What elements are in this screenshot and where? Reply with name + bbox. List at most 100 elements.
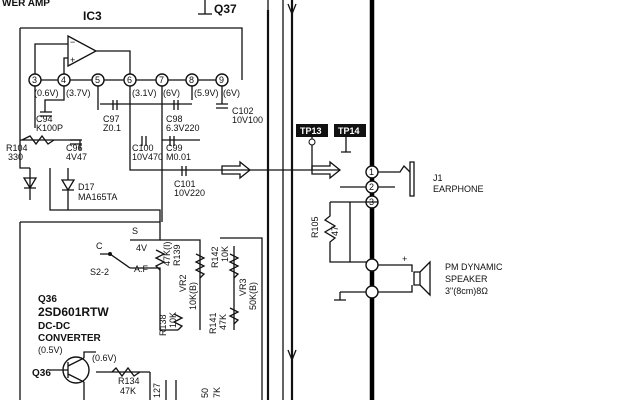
r105-value: 47 bbox=[330, 226, 340, 236]
d17-diode-icon bbox=[60, 179, 76, 192]
c100-value: 10V470 bbox=[132, 152, 163, 162]
svg-text:9: 9 bbox=[219, 75, 224, 85]
speaker-line2: SPEAKER bbox=[445, 274, 488, 284]
c97-value: Z0.1 bbox=[103, 123, 121, 133]
c100-name: C100 bbox=[132, 143, 154, 153]
c102-name: C102 bbox=[232, 106, 254, 116]
c100-c99-symbol bbox=[141, 136, 175, 146]
j1-label: J1 bbox=[433, 173, 443, 183]
q37-label: Q37 bbox=[214, 2, 237, 16]
ic-pin-8: 8 bbox=[185, 73, 199, 87]
svg-text:2: 2 bbox=[369, 182, 374, 192]
q36-leads bbox=[50, 351, 96, 400]
speaker-wires bbox=[334, 264, 413, 301]
r134-symbol bbox=[96, 366, 151, 400]
bottom-frag-3: 7K bbox=[212, 387, 222, 398]
c94-value: K100P bbox=[36, 123, 63, 133]
voltage-pin9: (6V) bbox=[223, 88, 240, 98]
ic-pin-5: 5 bbox=[91, 73, 105, 87]
op-amp-wires bbox=[34, 43, 131, 80]
r104-name: R104 bbox=[6, 143, 28, 153]
c99-name: C99 bbox=[166, 143, 183, 153]
earphone-label: EARPHONE bbox=[433, 184, 484, 194]
switch-name: S2-2 bbox=[90, 267, 109, 277]
r138-symbol bbox=[172, 313, 184, 331]
switch-pivot bbox=[108, 252, 112, 256]
bottom-frag-2: 50 bbox=[200, 388, 210, 398]
r104-symbol bbox=[21, 134, 55, 146]
d17-name: D17 bbox=[78, 182, 95, 192]
svg-text:3: 3 bbox=[32, 75, 37, 85]
r141-name: R141 bbox=[208, 312, 218, 334]
r141-symbol bbox=[228, 307, 240, 325]
r139-value: 47K(I) bbox=[162, 241, 172, 266]
c94-name: C94 bbox=[36, 114, 53, 124]
speaker-line3: 3"(8cm)8Ω bbox=[445, 286, 488, 296]
tp13-badge: TP13 bbox=[296, 124, 328, 137]
left-block-wires bbox=[19, 60, 161, 222]
bus-arrow-bottom-icon bbox=[287, 349, 297, 362]
ic-pin-6: 6 bbox=[123, 73, 137, 87]
r138-value: 10K bbox=[168, 312, 178, 328]
ic-pin-4: 4 bbox=[57, 73, 71, 87]
switch-af: A.F bbox=[134, 264, 149, 274]
r134-name: R134 bbox=[118, 376, 140, 386]
c101-symbol bbox=[181, 166, 187, 176]
c98-symbol bbox=[173, 100, 179, 110]
q36-func-2: CONVERTER bbox=[38, 333, 102, 344]
c102-value: 10V100 bbox=[232, 115, 263, 125]
q36-part: 2SD601RTW bbox=[38, 305, 109, 319]
ic-pin-9: 9 bbox=[215, 73, 229, 87]
ic3-label: IC3 bbox=[83, 9, 102, 23]
voltage-pin6: (3.1V) bbox=[132, 88, 157, 98]
voltage-pin7: (6V) bbox=[163, 88, 180, 98]
c94-symbol bbox=[40, 111, 52, 117]
ic-pin-3: 3 bbox=[28, 73, 42, 87]
pin-down-wires bbox=[34, 86, 340, 222]
bottom-caps bbox=[165, 380, 177, 400]
svg-text:TP14: TP14 bbox=[338, 126, 360, 136]
bottom-frag-1: 127 bbox=[152, 383, 162, 398]
q36-name: Q36 bbox=[38, 294, 57, 305]
spk-pin-top bbox=[365, 258, 379, 272]
c96-symbol bbox=[70, 139, 82, 145]
r105-symbol bbox=[323, 202, 350, 263]
d17-part: MA165TA bbox=[78, 192, 117, 202]
jack-pin-1: 1 bbox=[365, 165, 379, 179]
ic-pin-7: 7 bbox=[155, 73, 169, 87]
r139-name: R139 bbox=[172, 244, 182, 266]
tp-leads bbox=[311, 137, 351, 170]
spk-pin-bottom bbox=[365, 285, 379, 299]
op-amp-symbol bbox=[67, 34, 98, 68]
voltage-pin8: (5.9V) bbox=[194, 88, 219, 98]
d-left-symbol bbox=[22, 177, 38, 190]
op-amp-plus: + bbox=[70, 55, 75, 65]
q36-voltage-2: (0.6V) bbox=[92, 353, 117, 363]
vr3-value: 50K(B) bbox=[248, 282, 258, 310]
r141-value: 47K bbox=[218, 314, 228, 330]
svg-text:8: 8 bbox=[189, 75, 194, 85]
switch-wires bbox=[19, 221, 161, 400]
svg-text:TP13: TP13 bbox=[300, 126, 322, 136]
speaker-line1: PM DYNAMIC bbox=[445, 262, 503, 272]
signal-arrow-2-icon bbox=[311, 160, 342, 180]
c96-value: 4V47 bbox=[66, 152, 87, 162]
vr-wires bbox=[159, 237, 263, 400]
cap-bridge-wire bbox=[97, 103, 200, 141]
r104-value: 330 bbox=[8, 152, 23, 162]
switch-c: C bbox=[96, 241, 103, 251]
voltage-pin3: (0.6V) bbox=[34, 88, 59, 98]
r134-value: 47K bbox=[120, 386, 136, 396]
c97-symbol bbox=[112, 100, 118, 110]
vr2-symbol bbox=[194, 253, 206, 279]
vr2-name: VR2 bbox=[178, 274, 188, 292]
c98-value: 6.3V220 bbox=[166, 123, 200, 133]
switch-s: S bbox=[132, 226, 138, 236]
q36-voltage-1: (0.5V) bbox=[38, 345, 63, 355]
q36-func-1: DC-DC bbox=[38, 321, 70, 332]
vr3-symbol bbox=[228, 253, 240, 279]
c96-name: C96 bbox=[66, 143, 83, 153]
svg-text:5: 5 bbox=[95, 75, 100, 85]
c97-name: C97 bbox=[103, 114, 120, 124]
r142-value: 10K bbox=[220, 246, 230, 262]
